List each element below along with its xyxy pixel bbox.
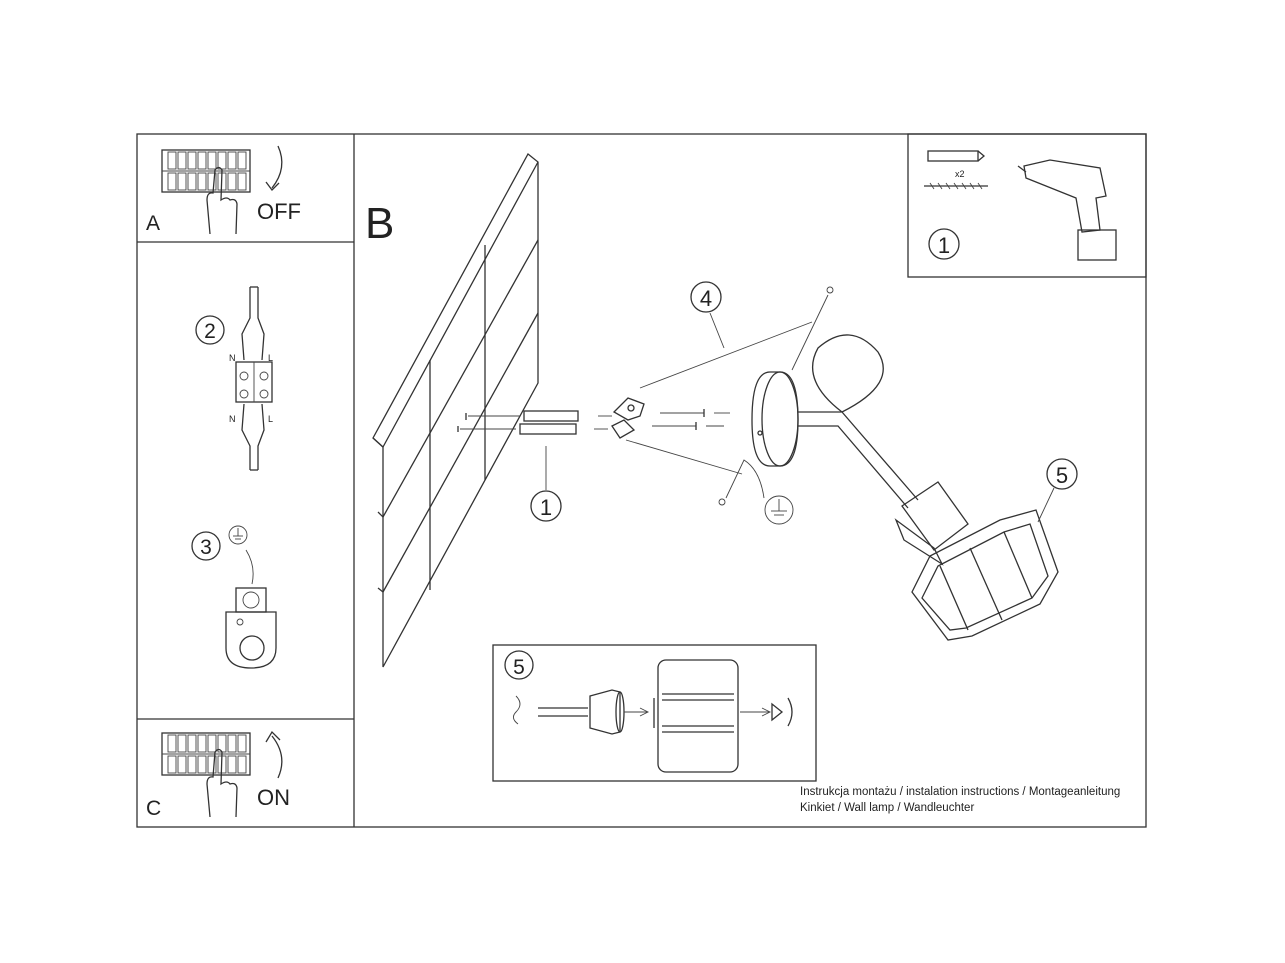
panel-c-action: ON — [257, 785, 290, 810]
breaker-panel-icon — [161, 732, 251, 776]
kit-step-number: 1 — [938, 233, 950, 258]
terminal-l-top: L — [268, 353, 273, 363]
lamp-socket-icon — [589, 689, 625, 735]
panel-a-letter: A — [146, 212, 160, 235]
panel-c-letter: C — [146, 797, 161, 820]
panel-a-action: OFF — [257, 199, 301, 224]
hand-icon — [206, 748, 238, 818]
ground-clamp-icon — [225, 587, 277, 669]
step-three: 3 — [191, 525, 277, 669]
lamp-cage-icon — [653, 659, 739, 773]
ground-symbol-icon — [764, 495, 794, 525]
outer-frame — [136, 133, 1147, 828]
hand-icon — [206, 166, 238, 235]
screw-icon — [594, 409, 730, 430]
footer-caption: Instrukcja montażu / instalation instruc… — [800, 784, 1120, 816]
ground-symbol-icon — [228, 525, 248, 545]
kit-panel: x2 1 — [907, 133, 1147, 278]
step-five-number: 5 — [1056, 463, 1068, 488]
panel-c: C ON — [146, 730, 290, 820]
lamp-arm — [798, 334, 919, 509]
terminal-l-bottom: L — [268, 414, 273, 424]
step-two-number: 2 — [204, 320, 216, 343]
footer-line-2: Kinkiet / Wall lamp / Wandleuchter — [800, 802, 975, 814]
terminal-block-icon — [235, 286, 273, 471]
step-three-number: 3 — [200, 536, 212, 559]
terminal-n-bottom: N — [229, 414, 236, 424]
rotate-arrow-icon — [265, 730, 283, 779]
detail-step-number: 5 — [513, 656, 525, 679]
canopy-icon — [751, 371, 799, 467]
mounting-bracket-icon — [611, 397, 645, 439]
terminal-n-top: N — [229, 353, 236, 363]
step-two: 2 N L N L — [195, 286, 273, 471]
breaker-panel-icon — [161, 149, 251, 193]
footer-line-1: Instrukcja montażu / instalation instruc… — [800, 786, 1121, 798]
drill-icon — [1017, 159, 1117, 261]
rotate-arrow-icon — [265, 145, 283, 191]
wall-plug-icon — [457, 410, 579, 435]
step-four-number: 4 — [700, 286, 712, 311]
panel-b-letter: B — [365, 199, 394, 248]
lamp-cage-icon — [911, 509, 1059, 641]
wall-plug-icon — [924, 150, 988, 190]
wall-tiles — [372, 153, 539, 668]
step-one-number: 1 — [540, 495, 552, 520]
kit-quantity: x2 — [955, 169, 965, 179]
detail-panel: 5 — [492, 644, 817, 782]
rotate-arrow-icon — [771, 697, 793, 727]
lamp-socket-icon — [894, 481, 969, 566]
panel-a: A OFF — [146, 145, 301, 235]
